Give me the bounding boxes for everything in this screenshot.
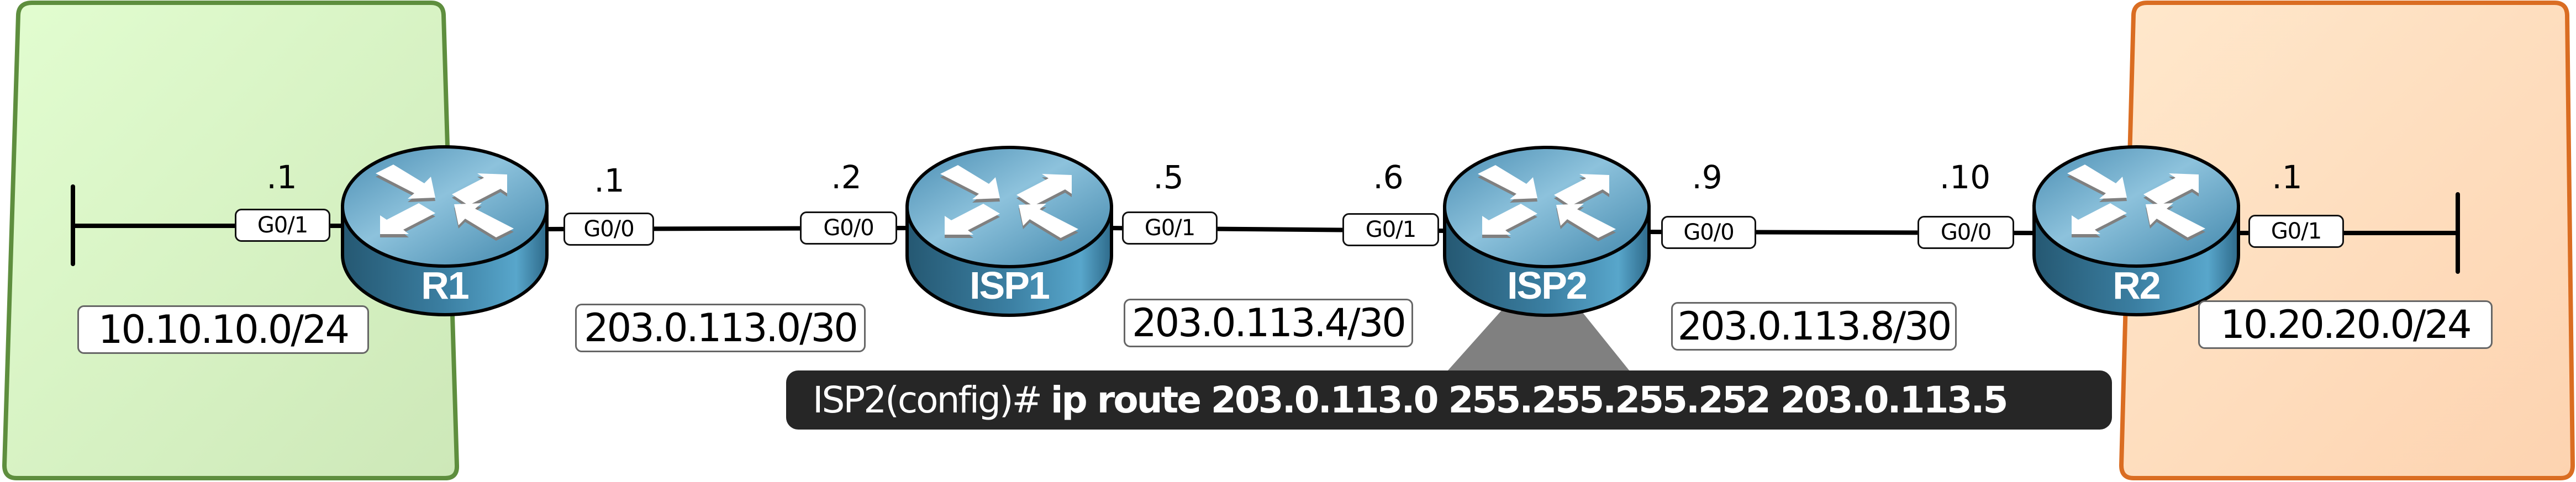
host-isp2-g0-0: .9: [1692, 158, 1722, 196]
iface-r2-g0-0[interactable]: G0/0: [1917, 216, 2014, 249]
host-r1-g0-0: .1: [594, 162, 625, 199]
iface-r1-g0-1[interactable]: G0/1: [235, 209, 330, 242]
host-isp1-g0-1: .5: [1153, 158, 1184, 196]
network-label-isp1-isp2: 203.0.113.4/30: [1124, 299, 1413, 347]
iface-isp1-g0-0[interactable]: G0/0: [800, 211, 897, 245]
host-r2-g0-0: .10: [1939, 158, 1991, 196]
lan-zone-left: [2, 0, 460, 480]
callout-pointer: [1447, 309, 1630, 371]
network-label-lan-left: 10.10.10.0/24: [77, 305, 369, 354]
host-r1-g0-1: .1: [266, 158, 297, 196]
cli-command-box: ISP2(config)# ip route 203.0.113.0 255.2…: [786, 370, 2112, 430]
iface-isp1-g0-1[interactable]: G0/1: [1122, 211, 1218, 245]
network-label-r1-isp1: 203.0.113.0/30: [575, 304, 866, 352]
network-label-isp2-r2: 203.0.113.8/30: [1671, 302, 1957, 351]
host-isp2-g0-1: .6: [1373, 158, 1404, 196]
cli-prompt: ISP2(config)#: [813, 379, 1042, 421]
iface-isp2-g0-0[interactable]: G0/0: [1661, 216, 1756, 249]
iface-r2-g0-1[interactable]: G0/1: [2248, 215, 2344, 248]
router-label-isp2: ISP2: [1507, 264, 1588, 307]
router-label-r2: R2: [2113, 264, 2161, 307]
router-label-isp1: ISP1: [970, 264, 1050, 307]
host-isp1-g0-0: .2: [831, 158, 862, 196]
network-label-lan-right: 10.20.20.0/24: [2198, 300, 2493, 349]
host-r2-g0-1: .1: [2272, 158, 2303, 196]
lan-zone-right: [2119, 0, 2575, 480]
router-label-r1: R1: [421, 264, 469, 307]
iface-isp2-g0-1[interactable]: G0/1: [1342, 213, 1439, 246]
cli-command-text: ip route 203.0.113.0 255.255.255.252 203…: [1050, 379, 2008, 421]
iface-r1-g0-0[interactable]: G0/0: [563, 213, 654, 246]
